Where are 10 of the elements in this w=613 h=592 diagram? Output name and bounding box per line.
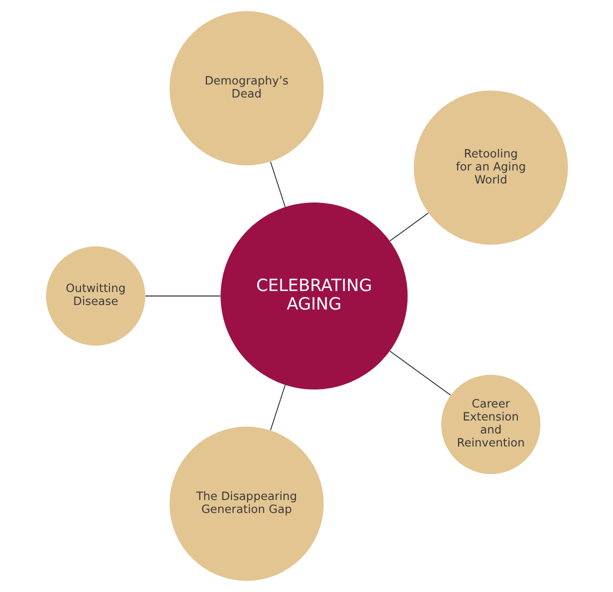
connector bbox=[270, 161, 286, 208]
node-circle: Outwitting Disease bbox=[46, 246, 145, 346]
node-circle: Retooling for an Aging World bbox=[413, 90, 568, 245]
connector bbox=[270, 384, 286, 431]
connector bbox=[388, 212, 428, 242]
node-circle: Demography’s Dead bbox=[169, 11, 324, 166]
node-circle: Career Extension and Reinvention bbox=[440, 374, 540, 474]
node-circle: CELEBRATING AGING bbox=[220, 202, 408, 390]
node-circle: The Disappearing Generation Gap bbox=[169, 426, 324, 581]
connector bbox=[388, 350, 451, 396]
